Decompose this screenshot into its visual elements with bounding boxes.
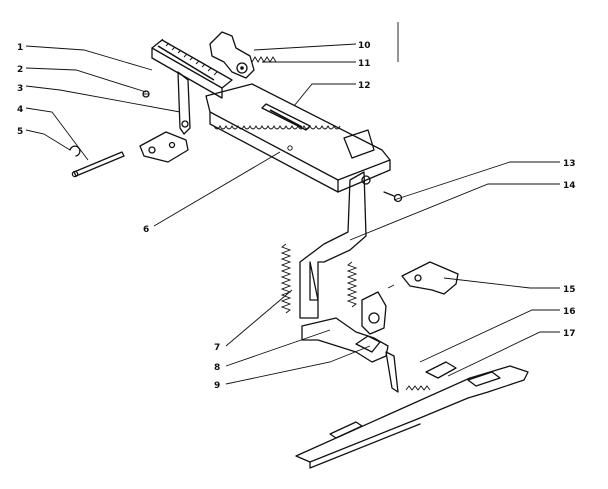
callout-1: 1 [17, 43, 23, 53]
callout-4: 4 [17, 105, 23, 115]
part-1-comb-bar [151, 38, 233, 99]
callout-8: 8 [214, 363, 220, 373]
leader-lines [25, 43, 560, 385]
part-13-screw [383, 191, 403, 203]
callout-10: 10 [358, 41, 371, 51]
callout-17: 17 [563, 329, 576, 339]
callout-3: 3 [17, 84, 23, 94]
callout-9: 9 [214, 381, 220, 391]
callout-16: 16 [563, 307, 576, 317]
callout-13: 13 [563, 159, 576, 169]
part-14-hanging-plate [299, 171, 371, 319]
part-11-spring [251, 56, 277, 63]
part-7-left-spring [280, 243, 292, 314]
part-4-bracket [139, 131, 189, 163]
callout-6: 6 [143, 225, 149, 235]
callout-2: 2 [17, 65, 23, 75]
callout-12: 12 [358, 81, 371, 91]
callout-11: 11 [358, 59, 371, 69]
callout-5: 5 [17, 127, 23, 137]
part-4-pin-rod [71, 151, 125, 178]
part-16-spring [405, 385, 431, 391]
part-17-slide-bar [295, 361, 529, 469]
part-2-screw [142, 90, 150, 98]
part-12-base-plate [205, 83, 391, 193]
part-15-detent-lever [387, 261, 459, 295]
callout-7: 7 [214, 343, 220, 353]
part-10-latch-lever [209, 31, 255, 79]
part-3-link-arm [177, 71, 191, 135]
callout-14: 14 [563, 181, 576, 191]
part-8-right-spring [346, 261, 358, 308]
cam-wheel [361, 291, 387, 335]
part-9-lower-lever [301, 317, 399, 393]
part-6-spring-teeth [213, 124, 341, 130]
callout-15: 15 [563, 285, 576, 295]
